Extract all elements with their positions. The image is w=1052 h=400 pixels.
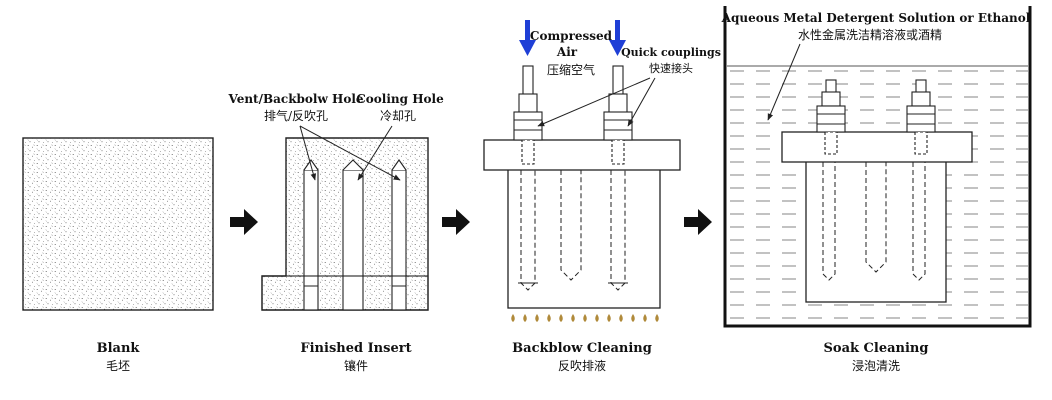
down-arrow-icon [609, 20, 626, 56]
down-arrow-icon [519, 20, 536, 56]
stage-3-title: Backblow Cleaning [512, 341, 652, 356]
soak-tank [723, 6, 1032, 328]
quick-coupling-right [603, 65, 633, 165]
soak-coupling-left [816, 79, 846, 155]
compressed-air-label-cn: 压缩空气 [547, 62, 595, 77]
solution-label: Aqueous Metal Detergent Solution or Etha… [721, 11, 1031, 25]
quick-couplings-label: Quick couplings [621, 46, 721, 59]
right-arrow-icon [230, 209, 258, 235]
stage-3-subtitle: 反吹排液 [558, 358, 606, 373]
vent-leader-lines [299, 125, 401, 181]
solution-leader-line [767, 43, 801, 121]
coupling-leader-lines [537, 77, 656, 127]
compressed-air-label: Compressed [530, 29, 613, 43]
cooling-hole [342, 159, 364, 311]
stage-2-subtitle: 镶件 [344, 358, 368, 373]
cooling-hole-label: Cooling Hole [356, 92, 444, 106]
droplet-icon [511, 314, 659, 322]
solution-label-cn: 水性金属洗洁精溶液或酒精 [798, 27, 942, 42]
right-arrow-icon [684, 209, 712, 235]
vent-hole-label-cn: 排气/反吹孔 [264, 108, 328, 123]
compressed-air-label-2: Air [556, 45, 578, 59]
backblow-fixture [483, 65, 681, 309]
vent-hole-left [303, 159, 319, 311]
soak-coupling-right [906, 79, 936, 155]
quick-coupling-left [513, 65, 543, 165]
stage-1-subtitle: 毛坯 [106, 359, 130, 373]
vent-hole-right [391, 159, 407, 311]
cooling-hole-label-cn: 冷却孔 [380, 109, 416, 123]
finished-insert [261, 137, 429, 311]
cooling-leader-line [357, 125, 393, 181]
stage-2-title: Finished Insert [300, 341, 411, 356]
stage-4-subtitle: 浸泡清洗 [852, 359, 900, 373]
stage-1-title: Blank [97, 341, 141, 356]
quick-couplings-label-cn: 快速接头 [649, 62, 693, 75]
vent-hole-label: Vent/Backbolw Hole [227, 92, 363, 106]
stage-4-title: Soak Cleaning [824, 341, 929, 356]
right-arrow-icon [442, 209, 470, 235]
blank-block [22, 137, 214, 311]
